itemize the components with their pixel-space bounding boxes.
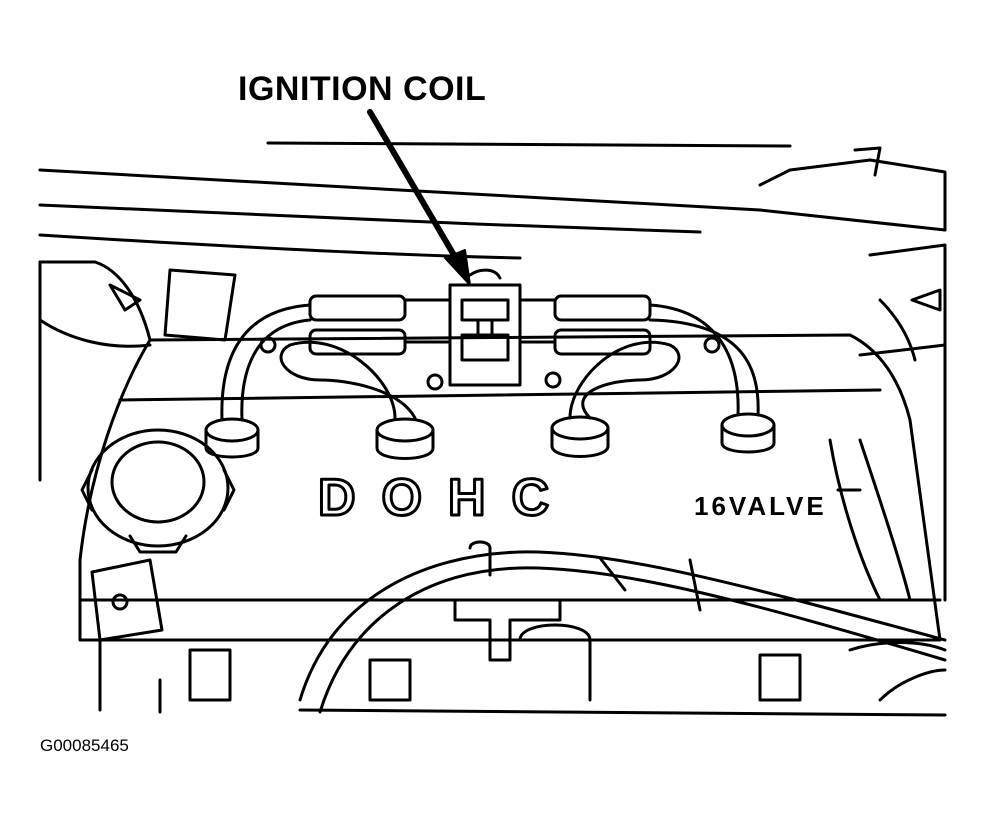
wire-connectors <box>308 294 652 356</box>
lower-components <box>98 598 947 717</box>
right-fender <box>858 243 947 602</box>
callout-arrow <box>367 109 471 286</box>
dohc-text: DOHC <box>318 469 575 527</box>
ignition-coil-pack <box>448 268 522 387</box>
oil-filler-cap <box>80 428 236 554</box>
lower-hoses <box>298 540 947 714</box>
spark-plug-boots <box>204 412 776 460</box>
valve-text: 16VALVE <box>694 491 827 521</box>
spark-plug-wires <box>220 303 760 422</box>
cover-bolts <box>259 336 721 391</box>
hood-lines <box>38 141 947 260</box>
figure-id: G00085465 <box>40 736 129 755</box>
ignition-coil-label: IGNITION COIL <box>238 70 487 108</box>
engine-end-details <box>828 438 912 602</box>
cover-lettering: DOHC 16VALVE <box>317 468 827 529</box>
front-bracket <box>90 558 164 642</box>
